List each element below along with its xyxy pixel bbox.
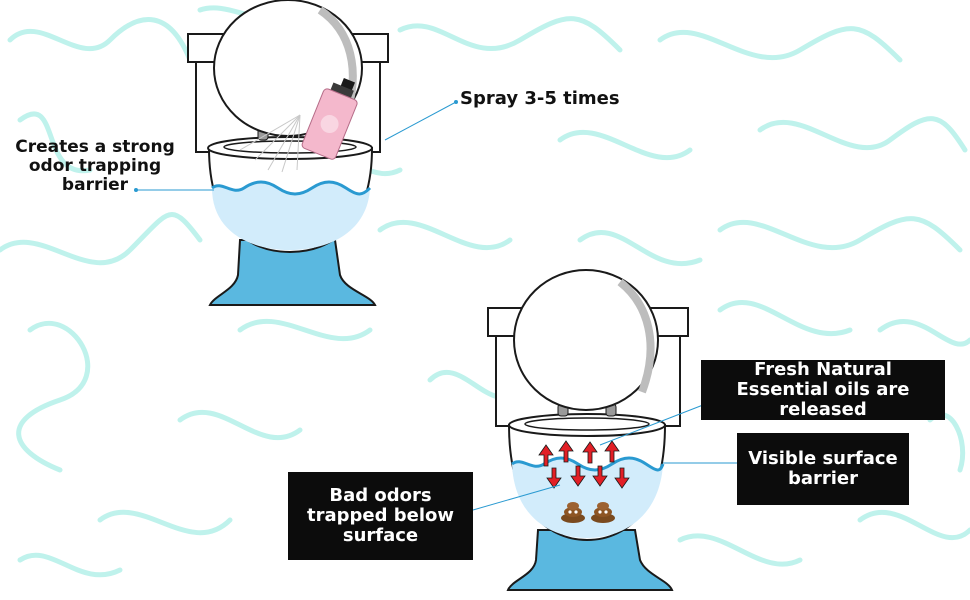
up-arrow-icon bbox=[558, 440, 574, 463]
odor-arrows bbox=[538, 440, 630, 489]
poop-icon bbox=[561, 502, 585, 523]
callout-surface-barrier: Visible surface barrier bbox=[737, 433, 909, 505]
up-arrow-icon bbox=[582, 441, 598, 464]
toilet-icon bbox=[487, 269, 689, 591]
callout-barrier: Creates a strong odor trapping barrier bbox=[15, 137, 175, 196]
spray-mist bbox=[239, 114, 301, 173]
callout-bad-odors: Bad odors trapped below surface bbox=[288, 472, 473, 560]
callout-fresh-oils: Fresh Natural Essential oils are release… bbox=[701, 359, 945, 420]
down-arrow-icon bbox=[614, 467, 630, 489]
down-arrow-icon bbox=[570, 465, 586, 487]
leader-line-spray bbox=[384, 101, 457, 141]
callout-spray: Spray 3-5 times bbox=[460, 88, 620, 109]
down-arrow-icon bbox=[546, 467, 562, 489]
squiggle-pattern bbox=[0, 5, 970, 578]
spray-bottle-icon bbox=[301, 78, 358, 160]
up-arrow-icon bbox=[604, 440, 620, 463]
leader-line-bad bbox=[472, 484, 561, 511]
poop-icon bbox=[591, 502, 615, 523]
leader-line-fresh bbox=[599, 404, 704, 446]
toilet-icon bbox=[187, 0, 389, 306]
down-arrow-icon bbox=[592, 465, 608, 487]
up-arrow-icon bbox=[538, 444, 554, 467]
